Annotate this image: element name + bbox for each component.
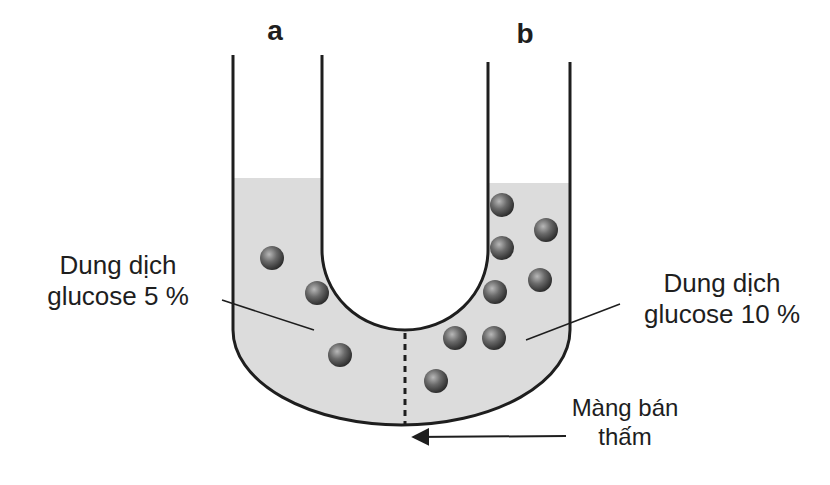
tube-inner-wall [322,55,488,330]
tube-arm-label: a [258,14,292,48]
leader-line [526,304,620,340]
pointer-arrow [413,436,566,437]
solution-fill [233,178,570,425]
tube-outer-wall [233,55,570,425]
leader-line [222,300,314,330]
membrane-label: Màng bán thấm [566,394,684,452]
solution-label: Dung dịch glucose 10 % [624,268,820,330]
membrane [404,333,407,424]
tube-arm-label: b [508,17,542,51]
solution-label: Dung dịch glucose 5 % [20,250,216,312]
glucose-molecules [260,193,558,393]
